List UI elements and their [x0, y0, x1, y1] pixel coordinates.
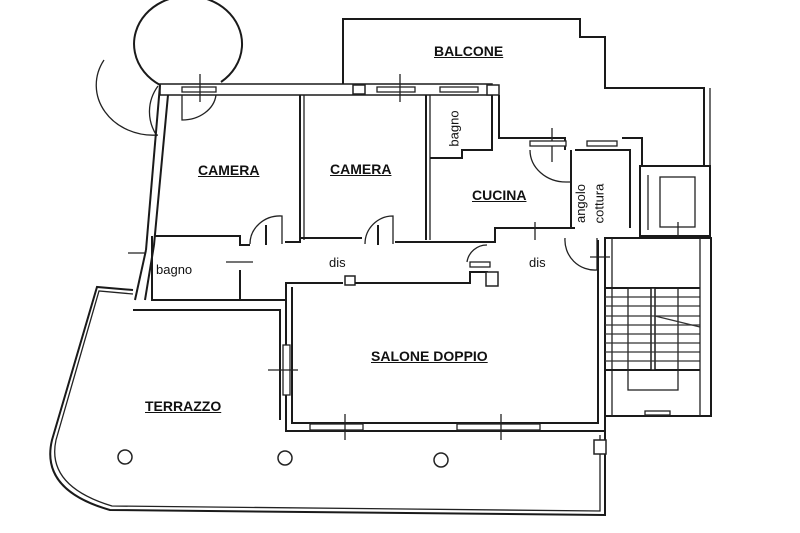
- salone-outline: [268, 238, 606, 440]
- balcone-outline: [342, 18, 711, 165]
- top-wall: [159, 74, 500, 102]
- salone-top-wall: [133, 271, 499, 420]
- corridor-top-wall: [155, 227, 575, 246]
- left-wall: [128, 84, 169, 301]
- round-balcony: [95, 0, 244, 137]
- door-cucina-balcone: [529, 149, 570, 183]
- column-1: [117, 449, 133, 465]
- door-camera-1: [249, 215, 283, 245]
- door-entrance: [564, 237, 598, 271]
- partition-camera: [299, 95, 305, 240]
- door-camera-1-top: [181, 94, 217, 121]
- bagno-left-walls: [151, 236, 253, 301]
- partition-bagno-top: [425, 95, 566, 240]
- angolo-cottura-walls: [570, 137, 643, 228]
- door-dis-2: [466, 244, 488, 263]
- stairwell: [604, 237, 712, 417]
- elevator-shaft: [639, 165, 711, 238]
- door-camera-2: [364, 215, 394, 245]
- column-3: [433, 452, 449, 468]
- column-2: [277, 450, 293, 466]
- terrazzo-outline: [49, 285, 607, 517]
